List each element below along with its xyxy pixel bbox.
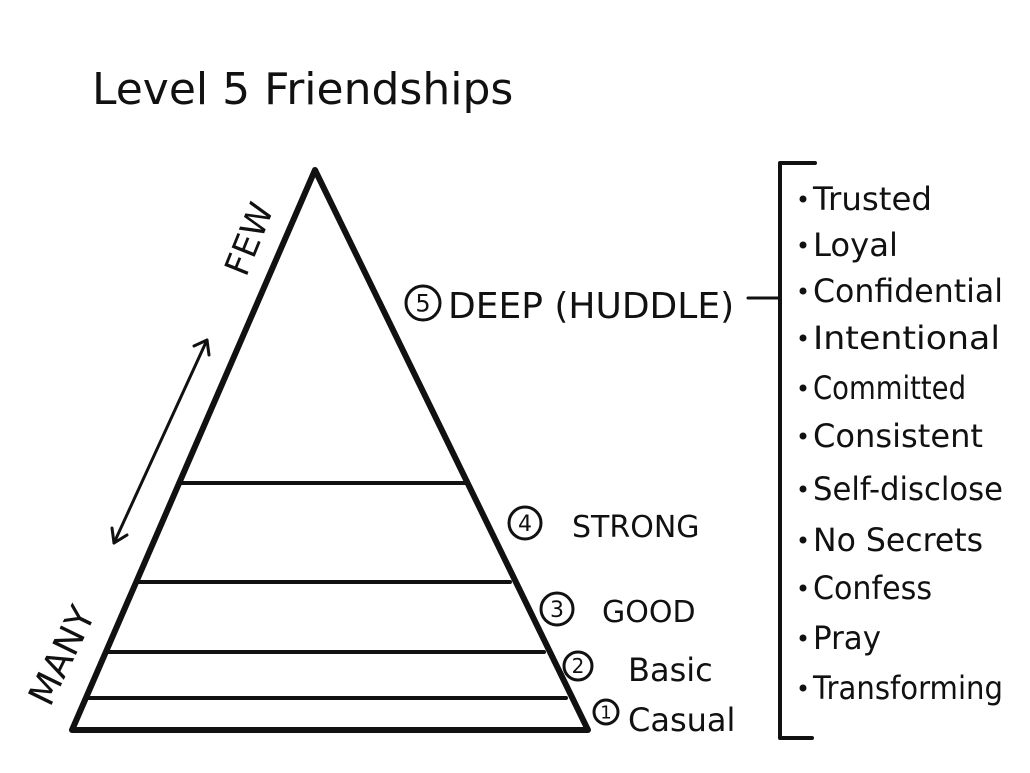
trait-list-item: Consistent: [799, 417, 983, 455]
level-4-marker: 4 STRONG: [507, 505, 700, 545]
level-5-marker: 5 DEEP (HUDDLE): [404, 284, 734, 327]
level-2-marker: 2 Basic: [562, 650, 713, 689]
trait-list-item: Committed: [799, 369, 966, 407]
bullet-icon: [799, 584, 807, 592]
trait-list-item: Intentional: [799, 319, 1000, 357]
level-number: 4: [518, 512, 532, 537]
trait-list-item: Self-disclose: [799, 470, 1003, 508]
bullet-icon: [799, 241, 807, 249]
bullet-icon: [799, 432, 807, 440]
bullet-icon: [799, 195, 807, 203]
trait-label: No Secrets: [813, 521, 983, 559]
bullet-icon: [799, 536, 807, 544]
level-number: 2: [572, 654, 585, 678]
level-number-circle: [507, 505, 543, 541]
trait-label: Loyal: [813, 226, 898, 264]
trait-label: Confidential: [813, 272, 1003, 310]
diagram-title: Level 5 Friendships: [92, 64, 513, 115]
level-number-circle: [404, 284, 442, 322]
trait-list-item: Pray: [799, 619, 881, 657]
bullet-icon: [799, 684, 807, 692]
level-number: 1: [600, 702, 611, 723]
trait-label: Intentional: [813, 319, 1000, 357]
level-number: 5: [415, 290, 430, 318]
traits-bracket: [746, 161, 817, 740]
level-number-circle: [562, 650, 594, 682]
level-label: GOOD: [602, 595, 696, 630]
level-3-marker: 3 GOOD: [539, 591, 696, 630]
level-label: Basic: [628, 651, 713, 689]
trait-label: Committed: [813, 369, 966, 407]
level-number: 3: [550, 598, 564, 623]
trait-label: Pray: [813, 619, 881, 657]
trait-list-item: No Secrets: [799, 521, 983, 559]
double-arrow-icon: [110, 338, 211, 545]
level-number-circle: [539, 591, 575, 627]
trait-list-item: Confess: [799, 569, 932, 607]
level-label: DEEP (HUDDLE): [448, 286, 734, 327]
trait-list-item: Transforming: [799, 669, 1003, 707]
trait-label: Transforming: [812, 669, 1003, 707]
pyramid-outline: [69, 167, 591, 733]
level-1-marker: 1 Casual: [592, 698, 735, 739]
bullet-icon: [799, 485, 807, 493]
level-number-circle: [592, 698, 620, 726]
trait-label: Trusted: [812, 180, 932, 218]
bullet-icon: [799, 634, 807, 642]
trait-list-item: Trusted: [799, 180, 932, 218]
trait-list-item: Confidential: [799, 272, 1003, 310]
trait-list-item: Loyal: [799, 226, 898, 264]
bullet-icon: [799, 287, 807, 295]
level-label: Casual: [628, 701, 735, 739]
axis-label-many: MANY: [21, 599, 104, 712]
trait-label: Consistent: [813, 417, 983, 455]
level-label: STRONG: [572, 510, 700, 545]
bullet-icon: [799, 384, 807, 392]
trait-label: Self-disclose: [813, 470, 1003, 508]
trait-label: Confess: [813, 569, 932, 607]
bullet-icon: [799, 334, 807, 342]
